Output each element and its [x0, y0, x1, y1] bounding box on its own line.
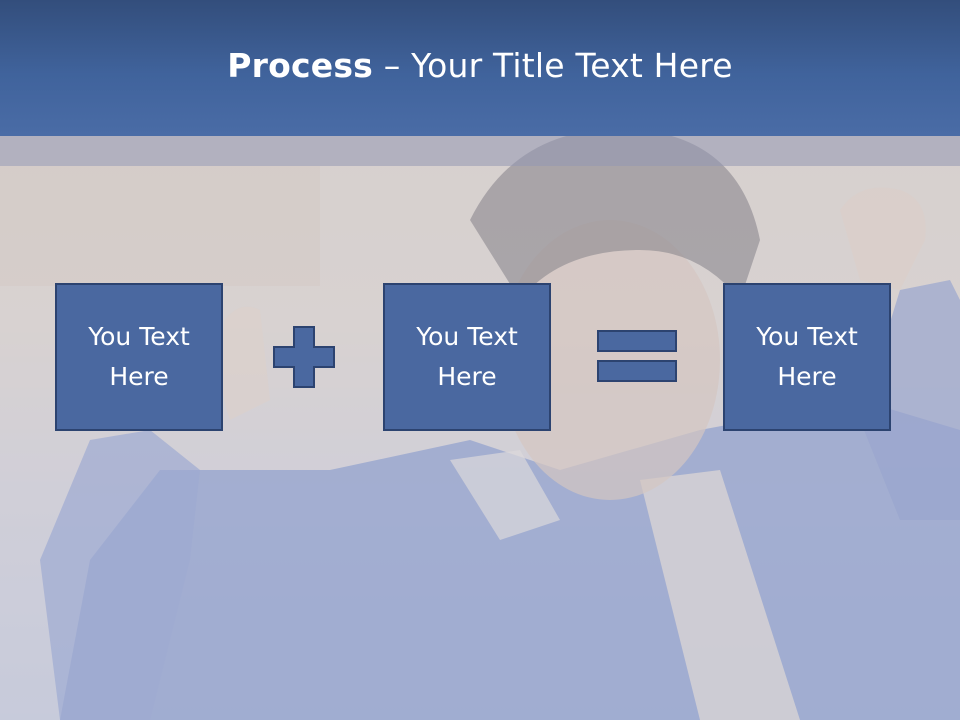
process-step-3[interactable]: You Text Here [723, 283, 891, 431]
process-step-1[interactable]: You Text Here [55, 283, 223, 431]
title-bar: Process – Your Title Text Here [0, 0, 960, 136]
process-step-3-line1: You Text [756, 322, 858, 351]
process-step-1-line2: Here [109, 362, 169, 391]
slide-title: Process – Your Title Text Here [227, 46, 733, 85]
process-step-2-line2: Here [437, 362, 497, 391]
equals-icon [597, 330, 677, 388]
process-step-2[interactable]: You Text Here [383, 283, 551, 431]
title-bold: Process [227, 45, 374, 85]
plus-icon [272, 325, 336, 393]
process-step-2-line1: You Text [416, 322, 518, 351]
process-step-3-line2: Here [777, 362, 837, 391]
process-step-1-line1: You Text [88, 322, 190, 351]
title-rest: – Your Title Text Here [373, 45, 733, 85]
title-sub-band [0, 136, 960, 166]
